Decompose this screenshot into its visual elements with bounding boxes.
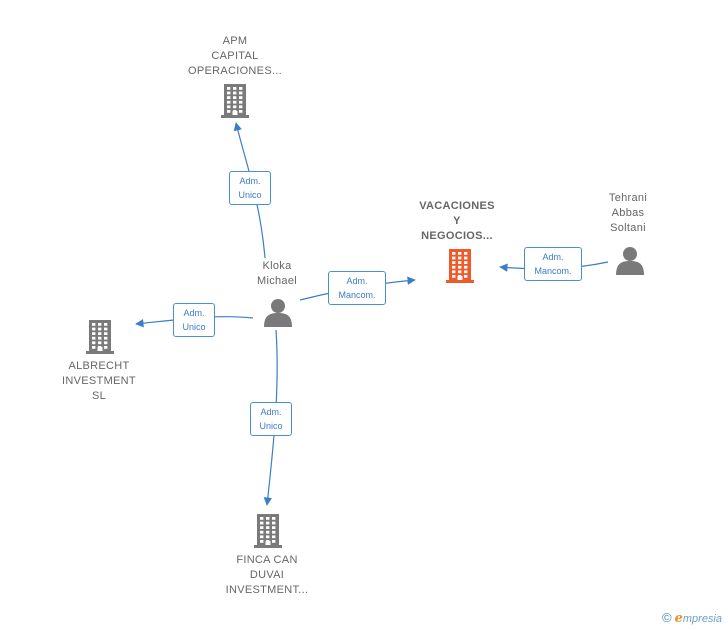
- node-label-line: Soltani: [610, 222, 646, 234]
- edge-label-line: Adm.: [239, 176, 261, 186]
- edge-label-line: Mancom.: [338, 290, 376, 300]
- node-label-albrecht[interactable]: ALBRECHT INVESTMENT SL: [39, 359, 159, 404]
- building-icon[interactable]: [446, 249, 474, 283]
- edge-label-line: Unico: [182, 322, 206, 332]
- edge-label-line: Adm.: [183, 308, 205, 318]
- brand-name: mpresia: [682, 613, 722, 625]
- copyright-symbol: ©: [661, 610, 672, 625]
- edge-label-line: Unico: [259, 421, 283, 431]
- brand-logo: © empresia: [662, 610, 722, 626]
- building-icon[interactable]: [86, 320, 114, 354]
- edge-label-line: Adm.: [542, 252, 564, 262]
- node-label-line: Y: [453, 215, 461, 227]
- building-icon[interactable]: [254, 514, 282, 548]
- node-label-finca[interactable]: FINCA CAN DUVAI INVESTMENT...: [207, 553, 327, 598]
- node-label-vacaciones[interactable]: VACACIONES Y NEGOCIOS...: [397, 199, 517, 244]
- node-label-line: Michael: [256, 275, 297, 287]
- node-label-line: Abbas: [611, 207, 645, 219]
- node-label-line: CAPITAL: [211, 50, 259, 62]
- node-label-line: DUVAI: [249, 569, 285, 581]
- node-label-line: Kloka: [262, 260, 292, 272]
- node-label-apm[interactable]: APM CAPITAL OPERACIONES...: [175, 34, 295, 79]
- node-label-line: NEGOCIOS...: [421, 230, 493, 242]
- node-label-line: INVESTMENT...: [225, 584, 309, 596]
- brand-initial: e: [674, 611, 683, 626]
- edge-label-line: Unico: [238, 190, 262, 200]
- edge-label-line: Mancom.: [534, 266, 572, 276]
- person-icon[interactable]: [264, 299, 292, 327]
- node-label-line: INVESTMENT: [62, 375, 136, 387]
- person-icon[interactable]: [616, 247, 644, 275]
- edge-label-kloka-finca[interactable]: Adm. Unico: [250, 402, 292, 436]
- edge-label-kloka-vacaciones[interactable]: Adm. Mancom.: [328, 271, 386, 305]
- node-label-line: FINCA CAN: [236, 554, 298, 566]
- node-label-line: ALBRECHT: [68, 360, 130, 372]
- node-label-line: SL: [91, 390, 107, 402]
- building-icon[interactable]: [221, 84, 249, 118]
- edge-label-line: Adm.: [260, 407, 282, 417]
- node-label-line: APM: [222, 35, 248, 47]
- edge-label-kloka-apm[interactable]: Adm. Unico: [229, 171, 271, 205]
- edge-label-kloka-albrecht[interactable]: Adm. Unico: [173, 303, 215, 337]
- edge-label-tehrani-vacaciones[interactable]: Adm. Mancom.: [524, 247, 582, 281]
- edge-label-line: Adm.: [346, 276, 368, 286]
- node-label-line: Tehrani: [608, 192, 648, 204]
- node-label-line: VACACIONES: [419, 200, 495, 212]
- node-label-line: OPERACIONES...: [187, 65, 283, 77]
